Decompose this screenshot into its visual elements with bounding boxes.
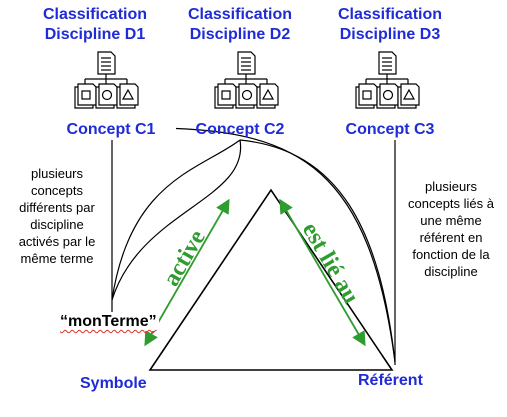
left-note-line: plusieurs bbox=[30, 166, 84, 181]
right-note-line: référent en bbox=[419, 230, 483, 245]
curve-c1-referent bbox=[159, 127, 396, 363]
classification-d1-line1: Classification bbox=[42, 6, 148, 23]
classification-d3-line2: Discipline D3 bbox=[339, 26, 441, 43]
active-arrow bbox=[144, 198, 230, 347]
term-label: “monTerme” bbox=[58, 313, 159, 331]
left-note-line: activés par le bbox=[18, 234, 96, 249]
classification-d1-line2: Discipline D1 bbox=[44, 26, 146, 43]
term-text: “monTerme” bbox=[60, 313, 157, 330]
classification-d2-line2: Discipline D2 bbox=[189, 26, 291, 43]
hierarchy-document-icon bbox=[355, 51, 420, 109]
right-note-line: discipline bbox=[424, 264, 478, 279]
left-note-line: même terme bbox=[20, 251, 94, 266]
right-note-line: concepts liés à bbox=[408, 196, 494, 211]
classification-title-d3: Classification Discipline D3 bbox=[315, 5, 465, 45]
concept-c2-label: Concept C2 bbox=[195, 121, 285, 138]
classification-d3-line1: Classification bbox=[337, 6, 443, 23]
left-note-line: concepts bbox=[30, 183, 84, 198]
referent-label: Référent bbox=[358, 372, 423, 389]
concept-c1-label: Concept C1 bbox=[46, 120, 176, 140]
right-note-line: fonction de la bbox=[412, 247, 490, 262]
hierarchy-document-icon bbox=[74, 51, 139, 109]
left-note-line: discipline bbox=[30, 217, 84, 232]
curve-c2-symbol-b bbox=[111, 139, 241, 301]
concept-c3-label: Concept C3 bbox=[325, 120, 455, 140]
right-note-line: une même bbox=[420, 213, 482, 228]
left-note: plusieurs concepts différents par discip… bbox=[5, 165, 109, 267]
hierarchy-document-icon bbox=[214, 51, 279, 109]
right-note: plusieurs concepts liés à une même référ… bbox=[396, 178, 506, 280]
right-note-line: plusieurs bbox=[424, 179, 478, 194]
classification-d2-line1: Classification bbox=[187, 6, 293, 23]
classification-title-d2: Classification Discipline D2 bbox=[165, 5, 315, 45]
est-lie-au-arrow bbox=[279, 198, 366, 347]
symbol-label: Symbole bbox=[80, 375, 147, 392]
left-note-line: différents par bbox=[19, 200, 95, 215]
classification-title-d1: Classification Discipline D1 bbox=[20, 5, 170, 45]
